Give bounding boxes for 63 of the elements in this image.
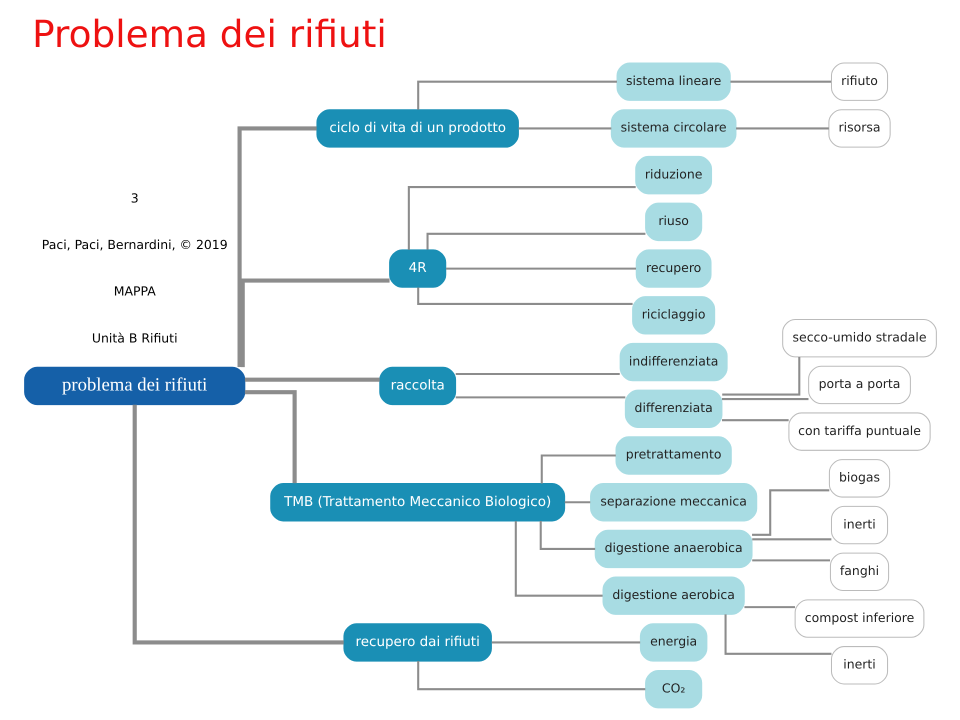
connector — [446, 267, 636, 270]
label: Paci, Paci, Bernardini, © 2019 — [41, 236, 228, 252]
connector — [722, 418, 788, 421]
node-box: indifferenziata — [619, 342, 728, 381]
connector — [416, 80, 616, 110]
connector — [518, 126, 611, 129]
node-box: ciclo di vita di un prodotto — [316, 108, 518, 148]
connector — [752, 538, 831, 540]
connector — [540, 454, 616, 483]
node-box: digestione aerobica — [602, 576, 744, 614]
connector — [744, 606, 794, 608]
connector — [514, 520, 602, 596]
connector — [240, 278, 390, 367]
connector — [491, 640, 640, 643]
connector — [426, 232, 645, 250]
label: MAPPA — [113, 283, 156, 298]
node-box: biogas — [828, 458, 890, 498]
connector — [455, 396, 625, 398]
node-box: recupero dai rifiuti — [342, 622, 492, 662]
connector — [564, 500, 590, 503]
node-box: energia — [639, 622, 707, 662]
connector — [724, 614, 831, 654]
node-box: TMB (Trattamento Meccanico Biologico) — [270, 482, 565, 521]
connector — [722, 398, 808, 400]
label: 3 — [130, 190, 138, 205]
node-box: riciclaggio — [632, 296, 715, 334]
node-box: digestione anaerobica — [594, 529, 752, 568]
connector — [730, 80, 831, 82]
connector — [752, 558, 830, 561]
connector — [237, 126, 316, 366]
node-box: fanghi — [829, 552, 889, 591]
node-box: CO₂ — [644, 669, 702, 708]
node-box: raccolta — [378, 366, 456, 405]
node-box: differenziata — [624, 389, 722, 428]
node-box: compost inferiore — [794, 598, 924, 638]
node-box: sistema lineare — [616, 62, 730, 100]
label: Unità B Rifiuti — [91, 330, 178, 345]
node-box: riuso — [644, 202, 702, 241]
node-box: riduzione — [634, 155, 712, 194]
node-box: problema dei rifiuti — [24, 366, 245, 405]
node-box: separazione meccanica — [590, 482, 757, 521]
node-box: porta a porta — [808, 365, 910, 404]
node-box: risorsa — [828, 108, 890, 148]
node-box: pretrattamento — [615, 436, 732, 474]
connector — [455, 372, 620, 375]
connector — [736, 126, 828, 129]
node-box: con tariffa puntuale — [788, 412, 930, 450]
node-box: sistema circolare — [610, 108, 736, 148]
node-box: recupero — [635, 248, 712, 288]
node-box: inerti — [830, 646, 888, 684]
diagram-title: Problema dei rifiuti — [32, 12, 386, 56]
connector — [539, 520, 595, 550]
connector — [244, 390, 296, 483]
connector — [752, 488, 829, 536]
node-box: secco-umido stradale — [782, 318, 936, 357]
node-box: rifiuto — [830, 62, 888, 100]
connector — [407, 186, 636, 250]
connector — [244, 377, 380, 382]
connector — [416, 660, 645, 690]
node-box: inerti — [830, 505, 888, 544]
node-box: 4R — [388, 248, 446, 288]
connector — [722, 356, 800, 396]
connector — [132, 404, 344, 644]
